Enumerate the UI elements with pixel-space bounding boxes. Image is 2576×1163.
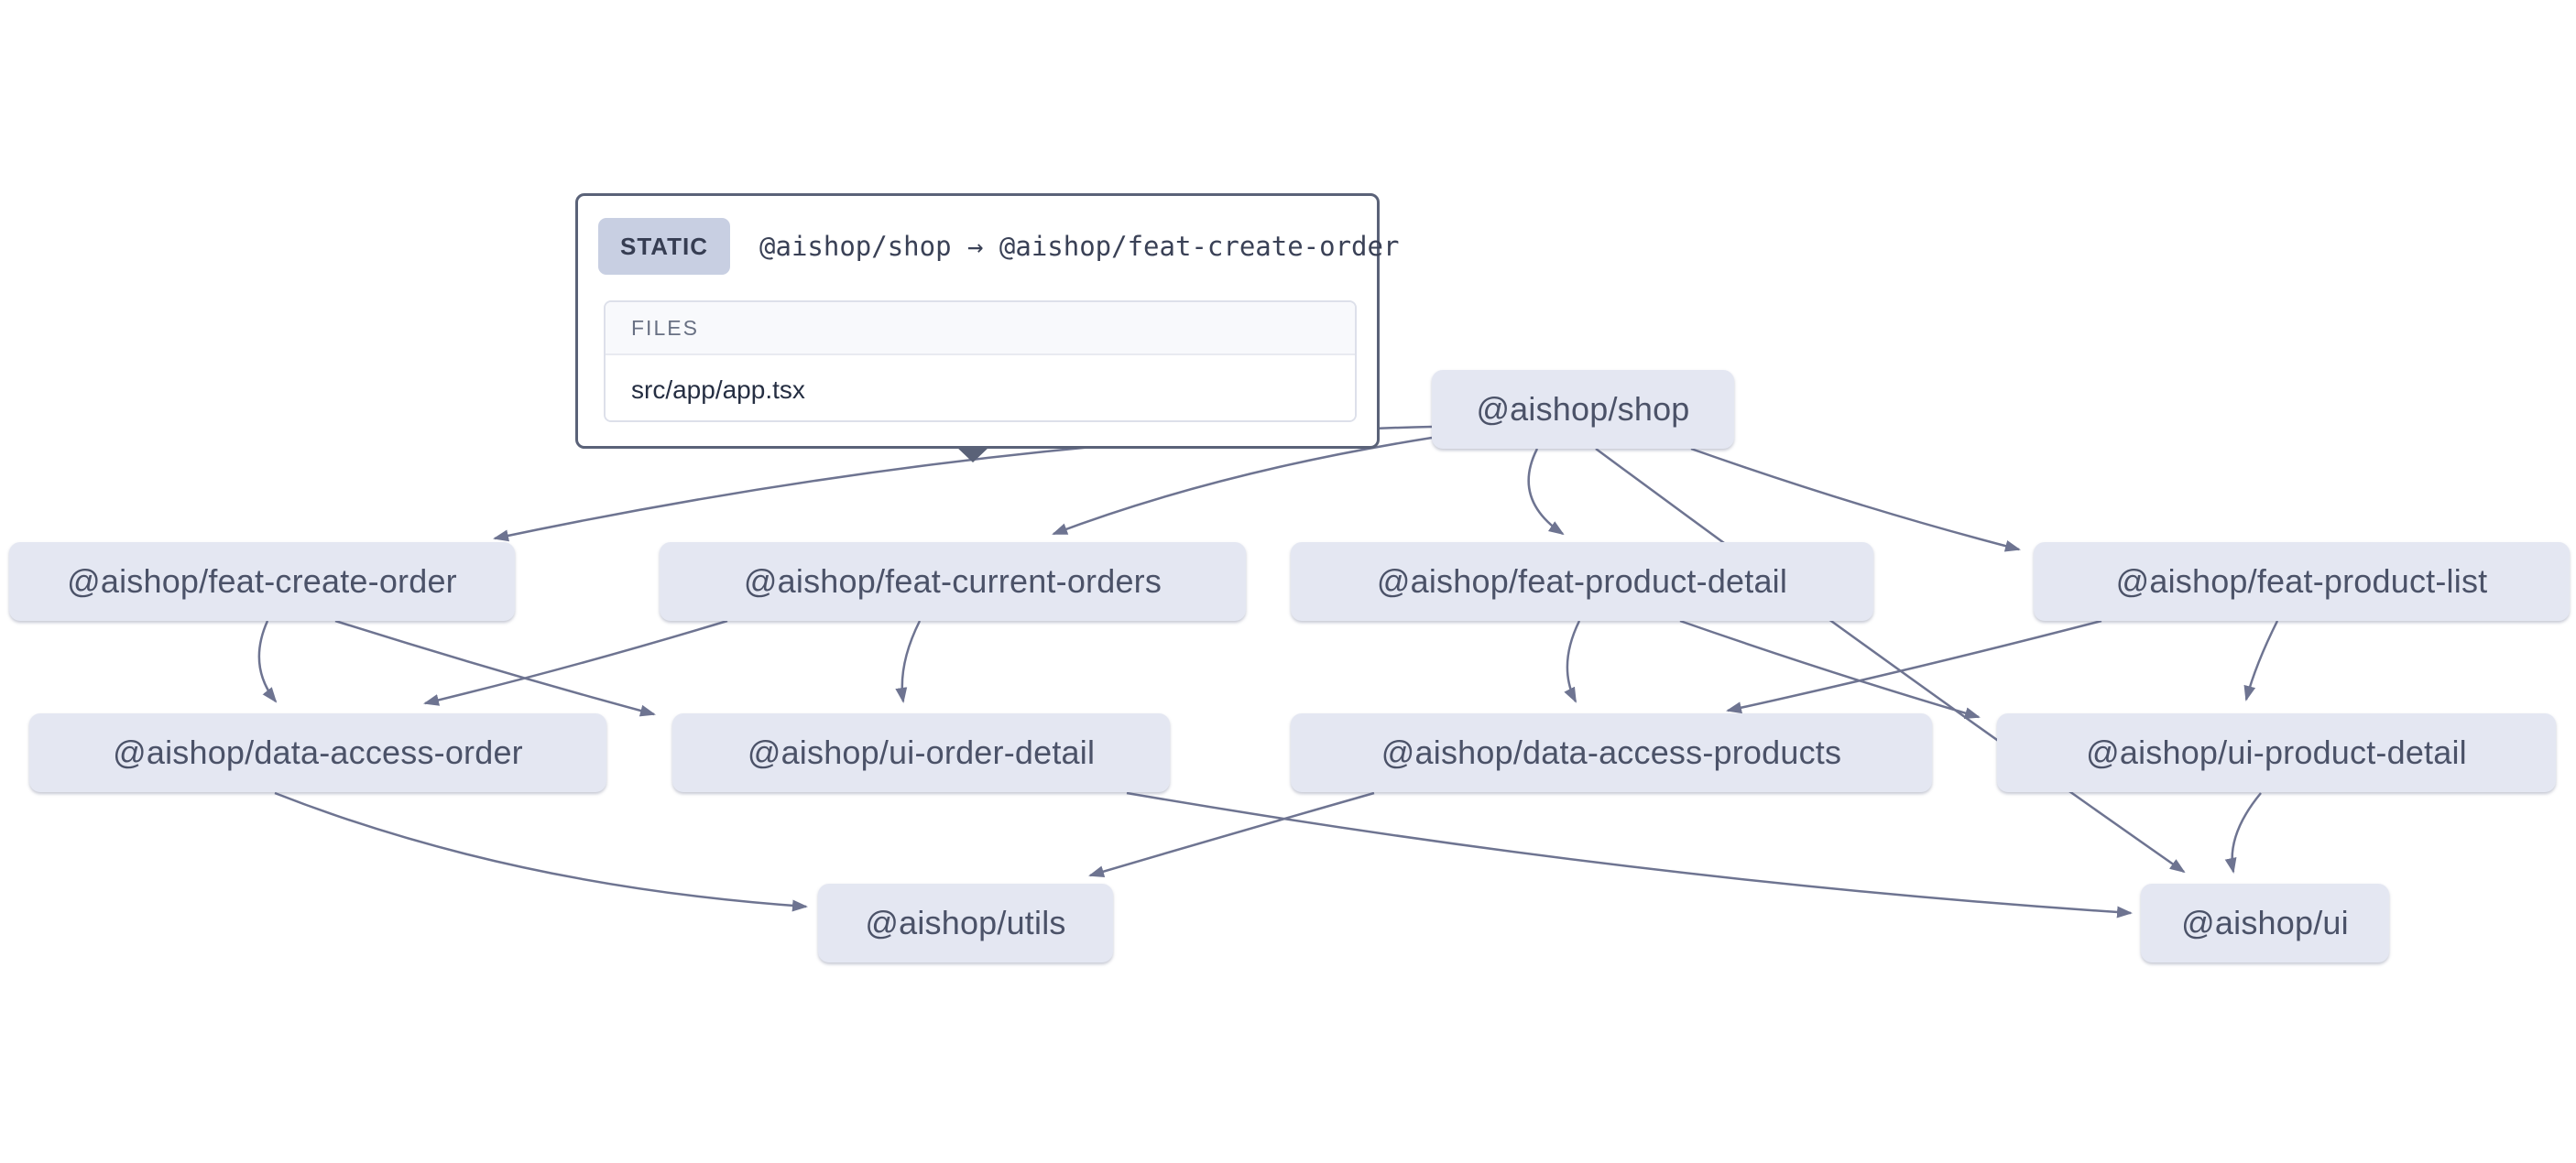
edge-feat-current-orders-data-access-order[interactable]: [423, 619, 728, 706]
edge-ui-order-detail-ui[interactable]: [1126, 791, 2133, 918]
tooltip-file-path: src/app/app.tsx: [606, 355, 1355, 420]
graph-node-data-access-products[interactable]: @aishop/data-access-products: [1291, 713, 1932, 792]
edge-shop-feat-product-detail[interactable]: [1527, 448, 1565, 536]
edge-data-access-products-utils[interactable]: [1088, 791, 1375, 877]
edge-feat-product-list-data-access-products[interactable]: [1726, 619, 2102, 714]
edge-tooltip: STATIC @aishop/shop → @aishop/feat-creat…: [575, 193, 1399, 449]
edge-feat-product-detail-data-access-products[interactable]: [1564, 620, 1581, 703]
tooltip-edge-title: @aishop/shop → @aishop/feat-create-order: [759, 231, 1400, 262]
edge-shop-ui[interactable]: [1595, 447, 2186, 874]
edge-shop-feat-current-orders[interactable]: [1052, 436, 1433, 536]
edge-feat-create-order-ui-order-detail[interactable]: [334, 619, 656, 717]
graph-node-feat-product-detail[interactable]: @aishop/feat-product-detail: [1291, 542, 1873, 621]
graph-node-feat-create-order[interactable]: @aishop/feat-create-order: [9, 542, 515, 621]
graph-node-ui[interactable]: @aishop/ui: [2141, 884, 2389, 962]
edge-ui-product-detail-ui[interactable]: [2224, 792, 2262, 874]
edge-data-access-order-utils[interactable]: [274, 791, 808, 912]
tooltip-header: STATIC @aishop/shop → @aishop/feat-creat…: [598, 218, 1399, 275]
graph-node-ui-order-detail[interactable]: @aishop/ui-order-detail: [672, 713, 1170, 792]
edge-type-badge: STATIC: [598, 218, 731, 275]
edge-feat-product-detail-ui-product-detail[interactable]: [1679, 619, 1981, 720]
edge-feat-create-order-data-access-order[interactable]: [257, 620, 278, 703]
tooltip-files-header: FILES: [606, 302, 1355, 355]
tooltip-caret-icon: [955, 446, 990, 462]
graph-node-shop[interactable]: @aishop/shop: [1432, 370, 1734, 449]
tooltip-files-box: FILES src/app/app.tsx: [604, 300, 1357, 422]
graph-node-ui-product-detail[interactable]: @aishop/ui-product-detail: [1997, 713, 2556, 792]
graph-node-utils[interactable]: @aishop/utils: [818, 884, 1113, 962]
graph-node-feat-product-list[interactable]: @aishop/feat-product-list: [2034, 542, 2570, 621]
graph-node-data-access-order[interactable]: @aishop/data-access-order: [29, 713, 606, 792]
edge-shop-feat-product-list[interactable]: [1690, 447, 2021, 552]
edge-feat-product-list-ui-product-detail[interactable]: [2243, 620, 2279, 701]
graph-node-feat-current-orders[interactable]: @aishop/feat-current-orders: [660, 542, 1246, 621]
edge-feat-current-orders-ui-order-detail[interactable]: [895, 620, 922, 703]
